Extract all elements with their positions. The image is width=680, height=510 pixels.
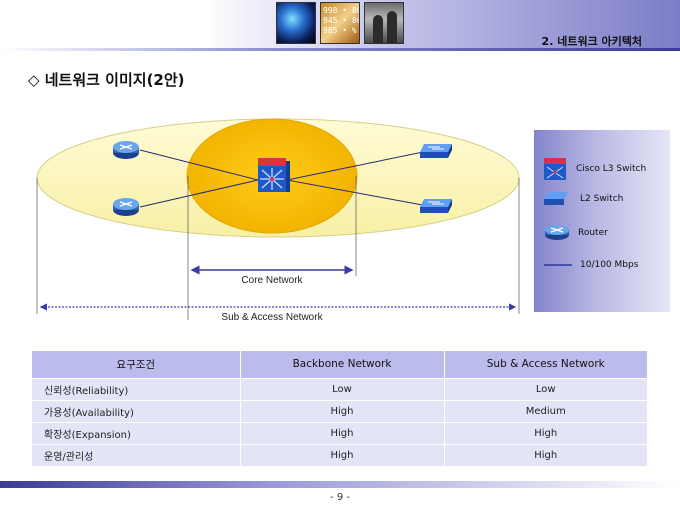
page-number: - 9 - bbox=[330, 492, 350, 503]
l2-switch-icon bbox=[544, 192, 568, 205]
table-row: 운영/관리성 High High bbox=[32, 444, 648, 467]
table-row: 신뢰성(Reliability) Low Low bbox=[32, 378, 648, 401]
people-photo-thumbnail bbox=[364, 2, 404, 44]
legend-item-link: 10/100 Mbps bbox=[544, 260, 638, 270]
section-label: 2. 네트워크 아키텍처 bbox=[541, 35, 642, 48]
table-cell: High bbox=[240, 400, 445, 423]
row-label: 확장성(Expansion) bbox=[32, 422, 241, 445]
l3-switch-icon bbox=[544, 158, 566, 180]
person-silhouette bbox=[373, 15, 383, 43]
link-line bbox=[139, 179, 259, 208]
table-cell: High bbox=[240, 444, 445, 467]
table-header-row: 요구조건 Backbone Network Sub & Access Netwo… bbox=[32, 351, 648, 379]
table-row: 가용성(Availability) High Medium bbox=[32, 400, 648, 423]
table-cell: High bbox=[240, 422, 445, 445]
router-icon bbox=[113, 198, 139, 216]
table-row: 확장성(Expansion) High High bbox=[32, 422, 648, 445]
legend-item-l3-switch: Cisco L3 Switch bbox=[544, 158, 646, 180]
l3-switch-icon bbox=[258, 158, 290, 192]
footer-bar bbox=[0, 481, 680, 488]
column-header: Backbone Network bbox=[240, 351, 445, 379]
requirements-table: 요구조건 Backbone Network Sub & Access Netwo… bbox=[32, 351, 648, 467]
legend-panel: Cisco L3 Switch L2 Switch Router 10/100 … bbox=[534, 130, 670, 312]
link-line bbox=[286, 150, 429, 181]
core-network-label: Core Network bbox=[241, 275, 303, 286]
legend-label: Cisco L3 Switch bbox=[576, 164, 647, 174]
numbers-photo-thumbnail: 998 • 86 945 • 86 985 • % bbox=[320, 2, 360, 44]
link-line bbox=[139, 149, 259, 181]
legend-label: 10/100 Mbps bbox=[580, 260, 639, 270]
table-cell: High bbox=[444, 422, 648, 445]
router-icon bbox=[113, 141, 139, 159]
column-header: Sub & Access Network bbox=[444, 351, 648, 379]
table-cell: High bbox=[444, 444, 648, 467]
links bbox=[139, 149, 429, 208]
row-label: 운영/관리성 bbox=[32, 444, 241, 467]
router-icon bbox=[545, 225, 569, 240]
page-title: ◇ 네트워크 이미지(2안) bbox=[28, 71, 185, 89]
l2-switch-icon bbox=[420, 144, 452, 158]
column-header: 요구조건 bbox=[32, 351, 241, 379]
table-cell: Low bbox=[240, 378, 445, 401]
network-photo-thumbnail bbox=[276, 2, 316, 44]
link-line-icon bbox=[544, 264, 572, 266]
table-cell: Medium bbox=[444, 400, 648, 423]
row-label: 신뢰성(Reliability) bbox=[32, 378, 241, 401]
table-cell: Low bbox=[444, 378, 648, 401]
legend-label: Router bbox=[578, 228, 608, 238]
legend-item-router: Router bbox=[544, 224, 608, 242]
row-label: 가용성(Availability) bbox=[32, 400, 241, 423]
legend-item-l2-switch: L2 Switch bbox=[544, 192, 623, 206]
l2-switch-icon bbox=[420, 199, 452, 213]
header-divider bbox=[0, 48, 680, 51]
network-diagram: Core Network Sub & Access Network bbox=[36, 118, 520, 323]
legend-label: L2 Switch bbox=[580, 194, 624, 204]
person-silhouette bbox=[387, 11, 397, 43]
access-network-label: Sub & Access Network bbox=[221, 312, 323, 323]
link-line bbox=[286, 179, 429, 207]
